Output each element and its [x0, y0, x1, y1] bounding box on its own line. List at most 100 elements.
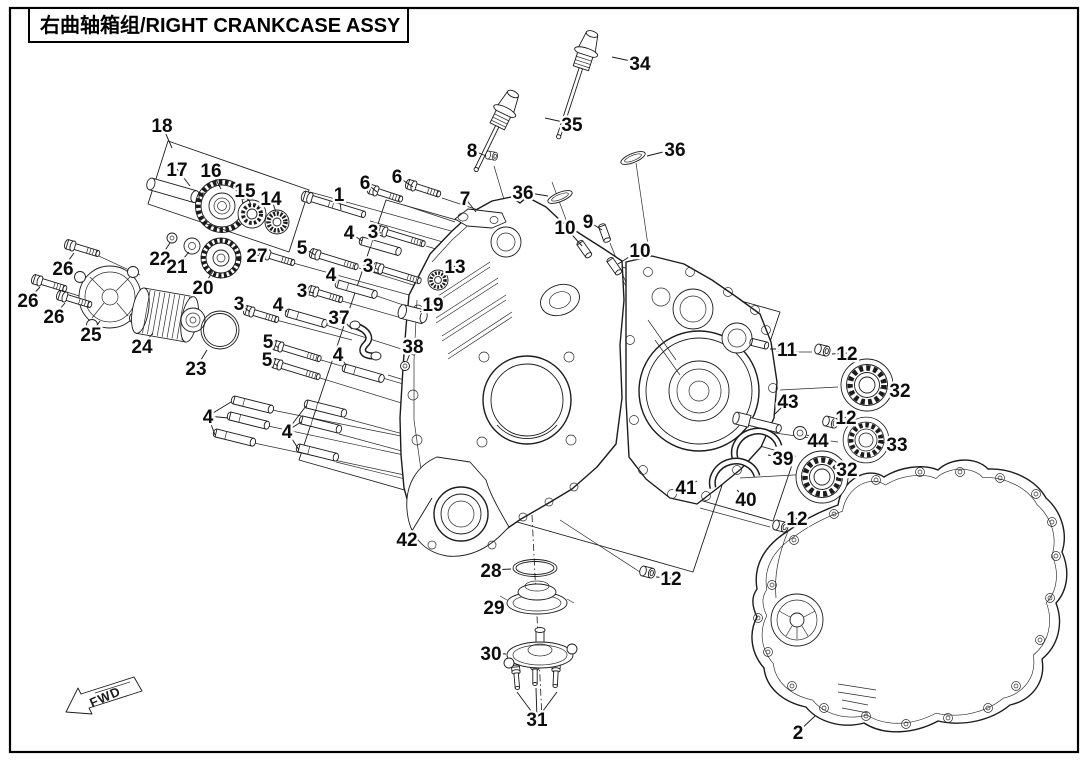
leader-line-34	[611, 56, 641, 64]
leader-line-42	[406, 497, 433, 540]
callout-38-label: 38	[402, 337, 423, 358]
leader-line-30	[490, 652, 507, 655]
plate-30	[503, 627, 578, 669]
leader-line-6	[396, 175, 414, 188]
leader-line-26	[53, 302, 66, 317]
o-ring-28	[512, 559, 558, 577]
callout-16-label: 16	[200, 161, 221, 182]
callout-13-label: 13	[444, 257, 465, 278]
leader-line-3	[367, 264, 380, 271]
callout-42-label: 42	[396, 530, 417, 551]
callout-36-label: 36	[664, 140, 685, 161]
leader-line-2	[797, 715, 816, 733]
callout-19-label: 19	[422, 295, 443, 316]
title-box	[28, 7, 409, 43]
callout-44-label: 44	[807, 431, 829, 452]
leader-line-4	[207, 415, 229, 419]
leader-line-4	[337, 353, 347, 366]
bearing-shell-39	[730, 427, 783, 459]
leader-line-3	[301, 289, 315, 294]
leader-line-31	[535, 687, 538, 720]
shaft-17	[146, 177, 200, 203]
callout-18-label: 18	[151, 116, 172, 137]
bracket-7	[454, 208, 507, 229]
callout-3-label: 3	[297, 281, 308, 302]
leader-line-7	[464, 197, 477, 213]
leader-line-29	[493, 603, 507, 608]
callout-27-label: 27	[246, 246, 267, 267]
leader-line-3	[238, 302, 251, 313]
leader-line-38	[406, 345, 414, 362]
callout-4-label: 4	[203, 407, 214, 428]
callout-36-label: 36	[512, 183, 533, 204]
oil-pipe-37	[349, 320, 382, 361]
callout-5-label: 5	[262, 350, 273, 371]
callout-24-label: 24	[131, 337, 153, 358]
callout-34-label: 34	[629, 54, 651, 75]
callout-31-label: 31	[526, 710, 548, 731]
leader-line-14	[270, 197, 277, 213]
leader-line-4	[286, 430, 300, 451]
callout-25-label: 25	[80, 325, 102, 346]
callout-30-label: 30	[480, 644, 501, 665]
leader-line-33	[877, 441, 898, 445]
small-parts	[349, 208, 507, 371]
leader-line-25	[90, 320, 101, 335]
leader-line-5	[301, 246, 316, 256]
callout-12-label: 12	[835, 408, 856, 429]
o-ring-23	[200, 310, 240, 350]
crankcase-cover-gasket	[751, 459, 1068, 733]
callout-8-label: 8	[467, 141, 478, 162]
leader-line-36	[646, 148, 676, 157]
leader-line-4	[348, 231, 363, 242]
leader-line-19	[419, 303, 434, 313]
callout-2-label: 2	[793, 723, 804, 744]
callout-23-label: 23	[185, 359, 206, 380]
callout-3-label: 3	[363, 256, 374, 277]
leader-line-41	[685, 480, 698, 488]
callout-14-label: 14	[260, 189, 282, 210]
leader-line-12	[835, 416, 847, 423]
leader-line-4	[207, 415, 216, 436]
leader-line-31	[536, 691, 558, 720]
oil-strainer-stack	[499, 514, 578, 719]
leader-line-37	[338, 316, 353, 330]
leader-line-21	[176, 251, 190, 267]
callout-3-label: 3	[368, 222, 379, 243]
leader-line-4	[207, 401, 232, 417]
gear-20-group	[166, 232, 242, 279]
callout-10-label: 10	[629, 241, 650, 262]
leader-line-13	[443, 265, 456, 277]
grommet-13	[427, 269, 449, 291]
title-block: 右曲轴箱组/RIGHT CRANKCASE ASSY	[28, 7, 409, 43]
callout-32-label: 32	[889, 381, 910, 402]
callout-4-label: 4	[282, 422, 293, 443]
leader-line-5	[266, 358, 279, 367]
leader-line-4	[286, 405, 307, 432]
leader-line-36	[522, 191, 549, 197]
callout-4-label: 4	[273, 295, 284, 316]
leader-line-5	[267, 340, 280, 349]
callout-37-label: 37	[328, 308, 349, 329]
bearing-32a	[841, 359, 893, 411]
callout-26-label: 26	[43, 307, 64, 328]
leader-line-4	[277, 303, 288, 313]
callout-6-label: 6	[392, 167, 403, 188]
callout-4-label: 4	[326, 265, 337, 286]
leader-line-10	[564, 226, 583, 247]
sleeve-19	[397, 304, 428, 325]
callout-26-label: 26	[52, 259, 73, 280]
leader-line-3	[372, 230, 382, 234]
callout-17-label: 17	[166, 160, 187, 181]
callout-28-label: 28	[480, 561, 501, 582]
leader-line-12	[785, 517, 798, 527]
callout-leader-lines	[27, 56, 901, 733]
leader-line-40	[736, 489, 747, 500]
leader-line-28	[490, 568, 512, 571]
right-side-parts	[708, 359, 893, 503]
callout-4-label: 4	[344, 223, 355, 244]
dipstick-34	[555, 26, 605, 140]
callout-9-label: 9	[583, 212, 594, 233]
